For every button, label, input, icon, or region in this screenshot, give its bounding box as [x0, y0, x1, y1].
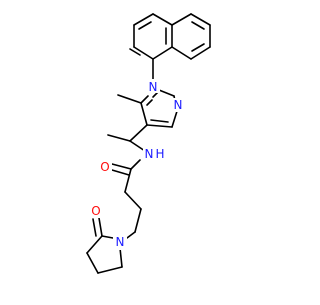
bond	[117, 94, 142, 104]
bond	[129, 140, 146, 152]
bond	[107, 134, 131, 142]
bond	[152, 13, 173, 26]
bond	[101, 235, 114, 239]
bond	[129, 124, 148, 142]
bond	[119, 247, 123, 268]
bond	[86, 235, 103, 254]
bond	[111, 169, 130, 176]
bond	[97, 266, 123, 274]
bond	[134, 208, 142, 233]
label-backdrop	[146, 79, 160, 93]
bond	[191, 43, 205, 52]
molecule-structure: N N N H O N O	[86, 13, 211, 274]
label-backdrop	[113, 236, 127, 250]
lactam-o-label: O	[91, 204, 100, 218]
bond	[158, 89, 175, 97]
bond	[86, 252, 99, 274]
bond	[111, 163, 132, 170]
bond	[126, 231, 136, 239]
bond	[146, 99, 153, 106]
pyrazole-n2-label: N	[174, 98, 183, 112]
bond	[171, 13, 192, 26]
amide-o-label: O	[100, 160, 109, 174]
label-backdrop	[89, 204, 103, 218]
bond	[146, 124, 173, 128]
bond	[92, 218, 97, 237]
bond	[140, 102, 148, 126]
bond	[138, 21, 152, 30]
bond	[129, 48, 141, 56]
label-backdrop	[171, 98, 185, 112]
bond	[98, 217, 103, 237]
pyrrolidinone-ring	[86, 217, 123, 274]
molecule-canvas: N N N H O N O	[86, 13, 211, 274]
pyrazole-n1-label: N	[149, 80, 158, 94]
bond	[191, 21, 205, 30]
bond	[133, 13, 154, 26]
bond	[171, 46, 192, 60]
bond	[124, 191, 142, 210]
bond	[190, 46, 211, 60]
bond	[190, 13, 211, 26]
bond	[140, 95, 149, 104]
label-backdrop	[98, 160, 112, 174]
bond	[124, 168, 132, 193]
bond	[150, 119, 169, 123]
bond	[130, 159, 141, 170]
bond	[152, 46, 173, 60]
bond	[133, 46, 154, 60]
naphthalene-group	[129, 13, 211, 60]
amide-n-label: N	[145, 147, 154, 161]
label-backdrop	[143, 146, 155, 160]
amide-h-label: H	[155, 147, 164, 161]
lactam-n-label: N	[116, 235, 125, 249]
